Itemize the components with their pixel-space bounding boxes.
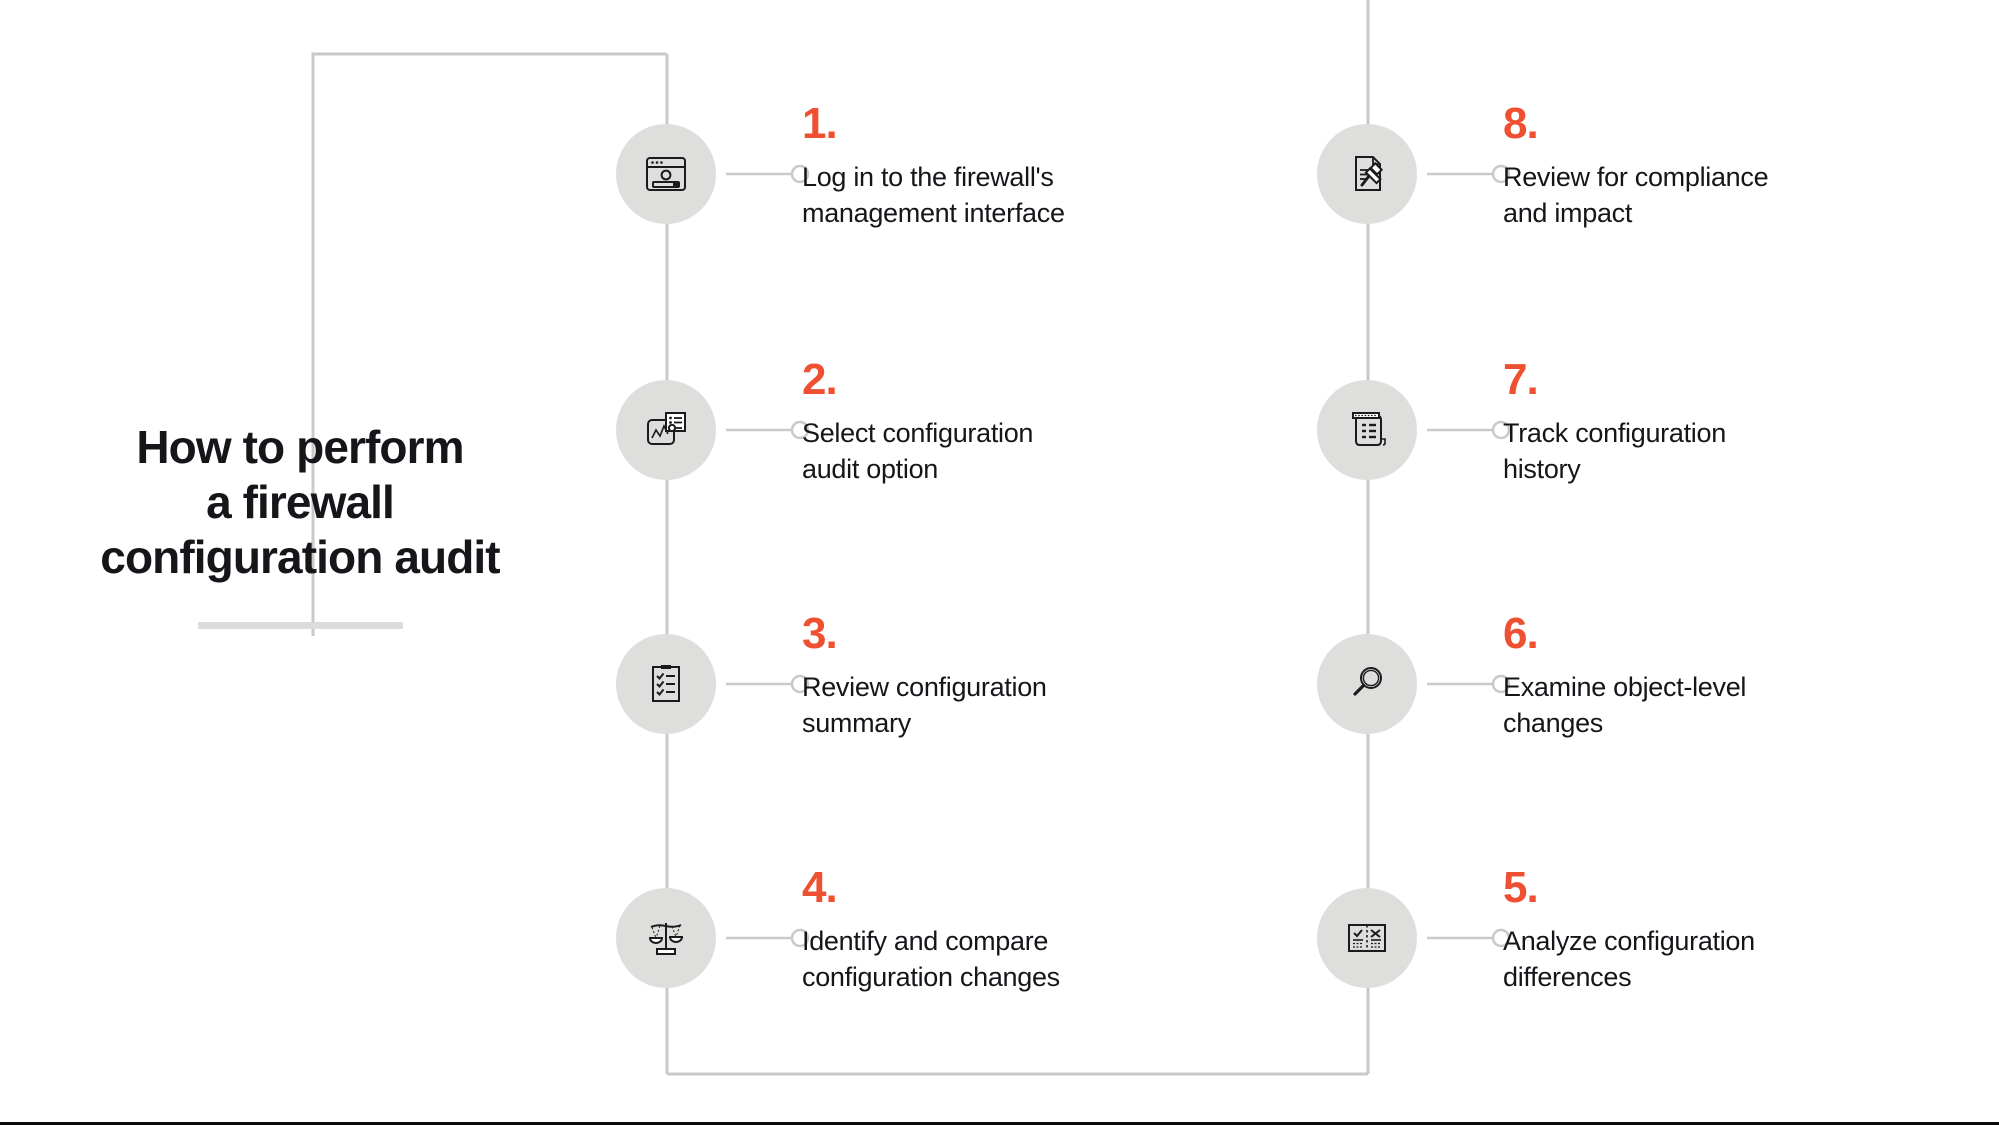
step-2-text: 2. Select configuration audit option [802, 358, 1182, 487]
step-5-label: Analyze configuration differences [1503, 926, 1755, 992]
step-5-text: 5. Analyze configuration differences [1503, 866, 1883, 995]
scroll-document-icon [1340, 403, 1394, 457]
title-underline-rule [197, 621, 403, 629]
page-title: How to perform a firewall configuration … [100, 421, 500, 584]
step-6-icon-badge [1317, 634, 1417, 734]
step-item-2[interactable]: 2. Select configuration audit option [616, 358, 1033, 484]
step-5-icon-badge [1317, 888, 1417, 988]
step-1-text: 1. Log in to the firewall's management i… [802, 102, 1182, 231]
step-item-6[interactable]: 6. Examine object-level changes [1317, 612, 1746, 738]
balance-scales-icon [639, 911, 693, 965]
step-3-number: 3. [802, 609, 838, 658]
headline-block: How to perform a firewall configuration … [40, 420, 560, 629]
step-item-4[interactable]: 4. Identify and compare configuration ch… [616, 866, 1060, 992]
step-8-label: Review for compliance and impact [1503, 162, 1769, 228]
step-2-icon-badge [616, 380, 716, 480]
step-7-text: 7. Track configuration history [1503, 358, 1883, 487]
step-3-text: 3. Review configuration summary [802, 612, 1182, 741]
step-4-text: 4. Identify and compare configuration ch… [802, 866, 1182, 995]
clipboard-checklist-icon [639, 657, 693, 711]
step-item-5[interactable]: 5. Analyze configuration differences [1317, 866, 1755, 992]
step-6-text: 6. Examine object-level changes [1503, 612, 1883, 741]
step-1-icon-badge [616, 124, 716, 224]
step-item-1[interactable]: 1. Log in to the firewall's management i… [616, 102, 1065, 228]
step-4-icon-badge [616, 888, 716, 988]
step-7-icon-badge [1317, 380, 1417, 480]
browser-login-window-icon [639, 147, 693, 201]
step-8-text: 8. Review for compliance and impact [1503, 102, 1883, 231]
step-4-label: Identify and compare configuration chang… [802, 926, 1060, 992]
chart-panel-options-icon [639, 403, 693, 457]
step-8-number: 8. [1503, 99, 1539, 148]
step-5-number: 5. [1503, 863, 1539, 912]
step-7-label: Track configuration history [1503, 418, 1726, 484]
compare-check-cross-icon [1340, 911, 1394, 965]
document-gavel-icon [1340, 147, 1394, 201]
step-2-number: 2. [802, 355, 838, 404]
step-1-number: 1. [802, 99, 838, 148]
step-2-label: Select configuration audit option [802, 418, 1034, 484]
step-item-8[interactable]: 8. Review for compliance and impact [1317, 102, 1769, 228]
step-1-label: Log in to the firewall's management inte… [802, 162, 1065, 228]
step-8-icon-badge [1317, 124, 1417, 224]
footer-divider-rule [0, 1122, 1999, 1125]
step-3-label: Review configuration summary [802, 672, 1047, 738]
step-6-label: Examine object-level changes [1503, 672, 1747, 738]
step-3-icon-badge [616, 634, 716, 734]
step-item-3[interactable]: 3. Review configuration summary [616, 612, 1047, 738]
step-item-7[interactable]: 7. Track configuration history [1317, 358, 1726, 484]
step-7-number: 7. [1503, 355, 1539, 404]
magnifying-glass-icon [1340, 657, 1394, 711]
step-6-number: 6. [1503, 609, 1539, 658]
step-4-number: 4. [802, 863, 838, 912]
